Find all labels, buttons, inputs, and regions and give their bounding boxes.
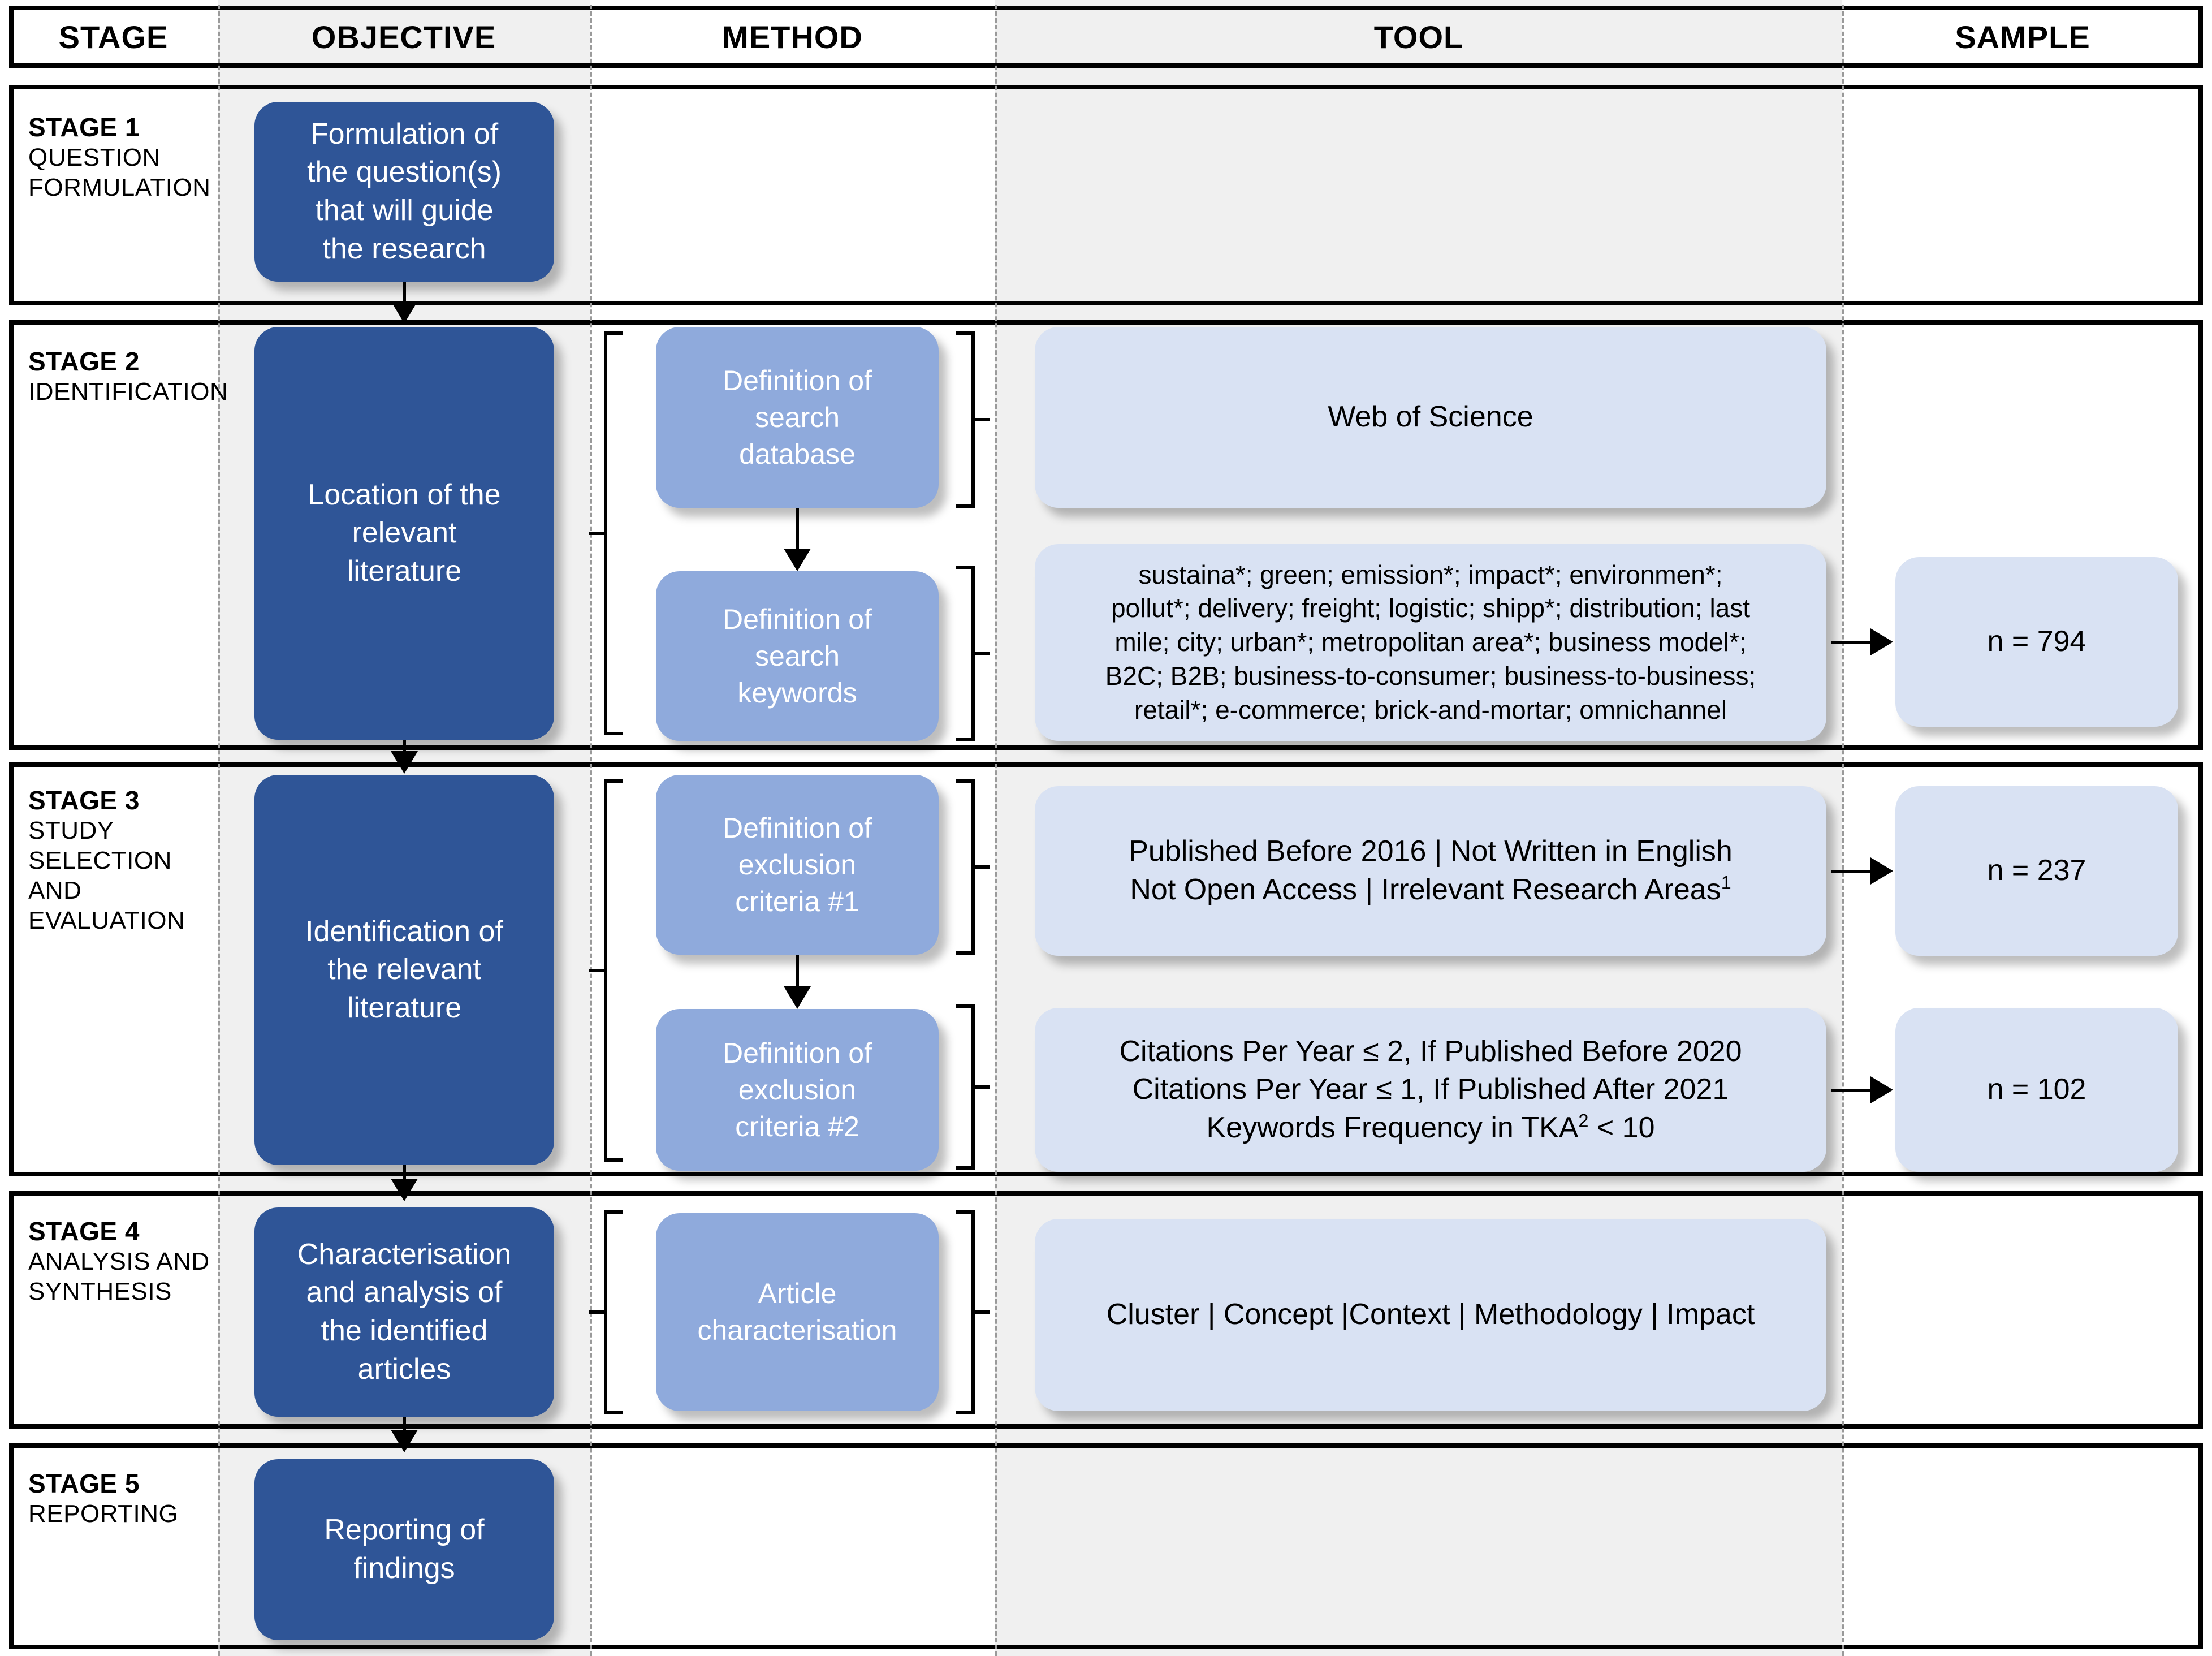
stage-1-row [9, 85, 2203, 305]
column-divider-3 [995, 5, 997, 1656]
stage-3-tool-1-text: Published Before 2016 | Not Written in E… [1129, 835, 1733, 906]
stage-4-desc-line-1: ANALYSIS AND [28, 1248, 210, 1276]
stage-5-number: STAGE 5 [28, 1469, 140, 1498]
stage-3-desc-line-4: EVALUATION [28, 906, 185, 934]
stage-2-sample-node[interactable]: n = 794 [1895, 557, 2178, 727]
stage-3-desc-line-2: SELECTION [28, 846, 172, 874]
stage-4-label: STAGE 4 ANALYSIS AND SYNTHESIS [28, 1216, 210, 1307]
stage-2-objective-bracket [589, 331, 623, 735]
stage-3-row [9, 762, 2203, 1176]
arrow-tool-to-sample-794 [1831, 628, 1893, 656]
stage-1-number: STAGE 1 [28, 113, 140, 142]
stage-4-row [9, 1191, 2203, 1429]
stage-3-method-2-text: Definition of exclusion criteria #2 [722, 1037, 872, 1142]
arrow-stage4-to-stage5 [390, 1408, 418, 1452]
arrow-tool-to-sample-102 [1831, 1076, 1893, 1104]
stage-4-objective-text: Characterisation and analysis of the ide… [297, 1237, 512, 1386]
stage-2-sample-text: n = 794 [1987, 625, 2086, 658]
stage-1-desc-line-1: QUESTION [28, 144, 161, 172]
stage-3-sample-1-text: n = 237 [1987, 854, 2086, 887]
arrow-stage3-to-stage4 [390, 1157, 418, 1201]
column-divider-1 [218, 5, 220, 1656]
stage-2-desc-line-1: IDENTIFICATION [28, 378, 228, 406]
stage-5-row [9, 1443, 2203, 1649]
stage-3-label: STAGE 3 STUDY SELECTION AND EVALUATION [28, 785, 185, 935]
arrow-criteria1-to-criteria2 [783, 955, 811, 1009]
stage-2-objective-node[interactable]: Location of the relevant literature [254, 327, 554, 740]
stage-1-objective-text: Formulation of the question(s) that will… [307, 117, 502, 265]
stage-2-tool-1-text: Web of Science [1328, 400, 1533, 434]
stage-2-number: STAGE 2 [28, 347, 140, 376]
stage-1-label: STAGE 1 QUESTION FORMULATION [28, 112, 210, 203]
stage-2-method-1-bracket [956, 331, 990, 508]
stage-4-tool-text: Cluster | Concept |Context | Methodology… [1106, 1298, 1755, 1331]
stage-3-method-node-1[interactable]: Definition of exclusion criteria #1 [656, 775, 939, 955]
stage-4-tool-node[interactable]: Cluster | Concept |Context | Methodology… [1035, 1219, 1826, 1411]
stage-2-tool-node-1[interactable]: Web of Science [1035, 327, 1826, 508]
stage-3-objective-node[interactable]: Identification of the relevant literatur… [254, 775, 554, 1165]
stage-2-row [9, 320, 2203, 750]
stage-2-objective-text: Location of the relevant literature [308, 478, 501, 588]
stage-4-objective-node[interactable]: Characterisation and analysis of the ide… [254, 1208, 554, 1417]
arrow-tool-to-sample-237 [1831, 857, 1893, 885]
stage-3-desc-line-3: AND [28, 876, 82, 904]
stage-4-number: STAGE 4 [28, 1217, 140, 1246]
stage-3-method-1-bracket [956, 779, 990, 955]
stage-3-method-1-text: Definition of exclusion criteria #1 [722, 812, 872, 917]
stage-2-method-2-bracket [956, 566, 990, 741]
header-tool: TOOL [1373, 19, 1464, 55]
header-sample: SAMPLE [1955, 19, 2090, 55]
footnote-marker-2: 2 [1578, 1110, 1589, 1131]
stage-3-desc-line-1: STUDY [28, 817, 114, 845]
stage-3-tool-2-text: Citations Per Year ≤ 2, If Published Bef… [1119, 1034, 1742, 1144]
header-method: METHOD [722, 19, 863, 55]
stage-3-objective-bracket [589, 779, 623, 1162]
stage-4-method-bracket [956, 1210, 990, 1414]
stage-4-method-text: Article characterisation [697, 1278, 897, 1346]
stage-2-tool-node-2[interactable]: sustaina*; green; emission*; impact*; en… [1035, 544, 1826, 741]
stage-3-sample-node-2[interactable]: n = 102 [1895, 1008, 2178, 1172]
column-divider-4 [1842, 5, 1844, 1656]
stage-3-objective-text: Identification of the relevant literatur… [305, 915, 503, 1024]
stage-1-desc-line-2: FORMULATION [28, 173, 211, 201]
stage-5-objective-node[interactable]: Reporting of findings [254, 1459, 554, 1640]
stage-2-method-node-2[interactable]: Definition of search keywords [656, 571, 939, 741]
stage-4-method-node[interactable]: Article characterisation [656, 1213, 939, 1411]
stage-3-sample-2-text: n = 102 [1987, 1073, 2086, 1106]
stage-3-tool-node-2[interactable]: Citations Per Year ≤ 2, If Published Bef… [1035, 1008, 1826, 1172]
arrow-stage1-to-stage2 [390, 278, 418, 324]
stage-3-method-2-bracket [956, 1004, 990, 1170]
stage-2-method-1-text: Definition of search database [722, 364, 872, 470]
stage-2-method-node-1[interactable]: Definition of search database [656, 327, 939, 508]
arrow-method-db-to-keywords [783, 508, 811, 571]
stage-3-tool-node-1[interactable]: Published Before 2016 | Not Written in E… [1035, 786, 1826, 956]
stage-1-objective-node[interactable]: Formulation of the question(s) that will… [254, 102, 554, 282]
stage-3-sample-node-1[interactable]: n = 237 [1895, 786, 2178, 956]
footnote-marker-1: 1 [1721, 872, 1731, 893]
stage-4-desc-line-2: SYNTHESIS [28, 1277, 172, 1305]
stage-4-objective-bracket [589, 1210, 623, 1414]
stage-2-tool-2-text: sustaina*; green; emission*; impact*; en… [1105, 559, 1756, 724]
header-row [9, 6, 2203, 68]
arrow-stage2-to-stage3 [390, 730, 418, 774]
header-stage: STAGE [58, 19, 169, 55]
stage-2-label: STAGE 2 IDENTIFICATION [28, 346, 228, 407]
header-objective: OBJECTIVE [311, 19, 496, 55]
column-divider-2 [590, 5, 592, 1656]
stage-2-method-2-text: Definition of search keywords [722, 603, 872, 709]
stage-5-desc-line-1: REPORTING [28, 1500, 179, 1528]
stage-5-objective-text: Reporting of findings [324, 1513, 485, 1585]
stage-3-method-node-2[interactable]: Definition of exclusion criteria #2 [656, 1009, 939, 1171]
stage-3-number: STAGE 3 [28, 786, 140, 815]
stage-5-label: STAGE 5 REPORTING [28, 1468, 178, 1529]
